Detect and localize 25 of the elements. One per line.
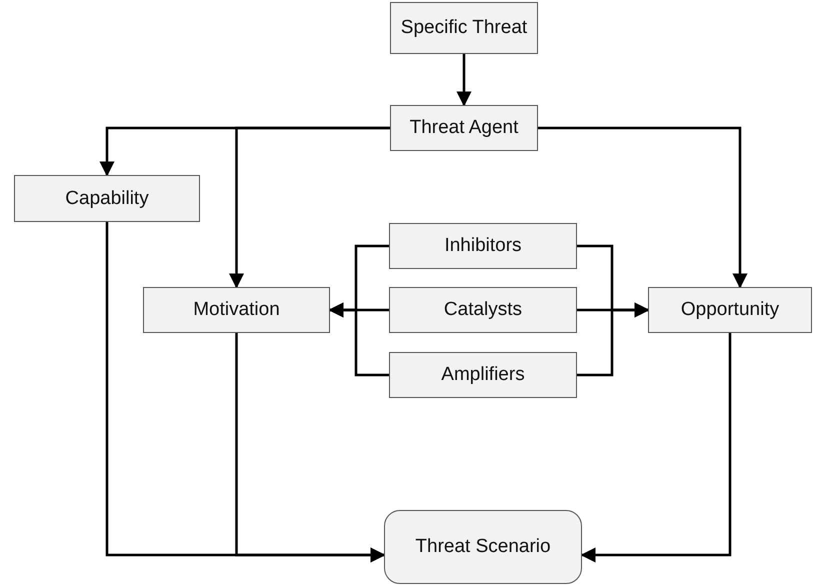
process-box (143, 287, 330, 333)
arrow (229, 126, 390, 288)
process-box (390, 2, 538, 54)
node-label: Inhibitors (444, 235, 522, 257)
node-label: Specific Threat (400, 17, 528, 39)
node-label: Threat Agent (410, 117, 518, 139)
process-box (389, 287, 577, 333)
arrow (538, 126, 748, 288)
process-box (389, 223, 577, 269)
arrow (577, 302, 650, 376)
node-label: Opportunity (680, 299, 780, 321)
process-box (389, 352, 577, 398)
node-label: Motivation (193, 299, 280, 321)
node-label: Capability (65, 188, 149, 210)
arrow (580, 333, 732, 562)
node-label: Amplifiers (441, 364, 525, 386)
terminal-box (384, 510, 582, 584)
node-label: Catalysts (444, 299, 522, 321)
process-box (390, 105, 538, 151)
process-box (648, 287, 812, 333)
arrow (235, 333, 386, 562)
arrow (456, 54, 472, 106)
node-label: Threat Scenario (415, 536, 551, 558)
arrow (328, 302, 389, 376)
process-box (14, 175, 200, 222)
